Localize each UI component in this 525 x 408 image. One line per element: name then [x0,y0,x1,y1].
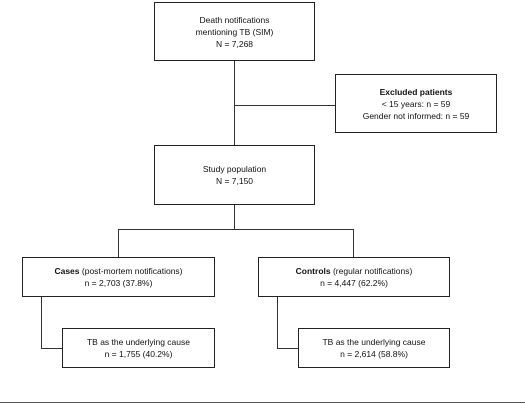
excluded-patients-title: Excluded patients [379,86,453,97]
controls-box: Controls (regular notifications) n = 4,4… [258,257,450,297]
cases-underlying-label: TB as the underlying cause [86,337,190,347]
controls-count: n = 4,447 (62.2%) [320,278,388,288]
controls-underlying-cause-box: TB as the underlying cause n = 2,614 (58… [298,328,450,368]
excluded-patients-box: Excluded patients < 15 years: n = 59 Gen… [335,74,497,133]
controls-subtitle: (regular notifications) [330,266,413,276]
connector-study-down [234,205,235,229]
study-population-label: Study population [202,164,267,174]
cases-underlying-cause-box: TB as the underlying cause n = 1,755 (40… [62,328,215,368]
death-notifications-box: Death notifications mentioning TB (SIM) … [154,2,315,61]
cases-subtitle: (post-mortem notifications) [79,266,183,276]
study-population-count: N = 7,150 [215,176,254,186]
connector-excluded-horizontal [234,105,335,106]
controls-underlying-label: TB as the underlying cause [322,337,426,347]
cases-underlying-count: n = 1,755 (40.2%) [104,349,173,359]
controls-title: Controls [295,266,331,276]
controls-underlying-count: n = 2,614 (58.8%) [340,349,408,359]
excluded-gender-line: Gender not informed: n = 59 [362,110,470,121]
excluded-age-line: < 15 years: n = 59 [381,98,451,109]
death-notifications-line2: mentioning TB (SIM) [195,26,274,37]
bottom-divider [0,402,525,403]
connector-top-vertical [234,61,235,145]
connector-controls-elbow-horizontal [277,348,298,349]
cases-box: Cases (post-mortem notifications) n = 2,… [22,257,215,297]
connector-cases-down [118,229,119,257]
connector-controls-elbow-vertical [277,297,278,349]
connector-split-horizontal [118,229,354,230]
connector-cases-elbow-vertical [41,297,42,349]
death-notifications-count: N = 7,268 [215,38,254,49]
connector-cases-elbow-horizontal [41,348,62,349]
connector-controls-down [353,229,354,257]
death-notifications-line1: Death notifications [199,14,270,25]
study-population-box: Study population N = 7,150 [154,145,315,205]
cases-title: Cases [54,266,80,276]
cases-count: n = 2,703 (37.8%) [84,278,153,288]
